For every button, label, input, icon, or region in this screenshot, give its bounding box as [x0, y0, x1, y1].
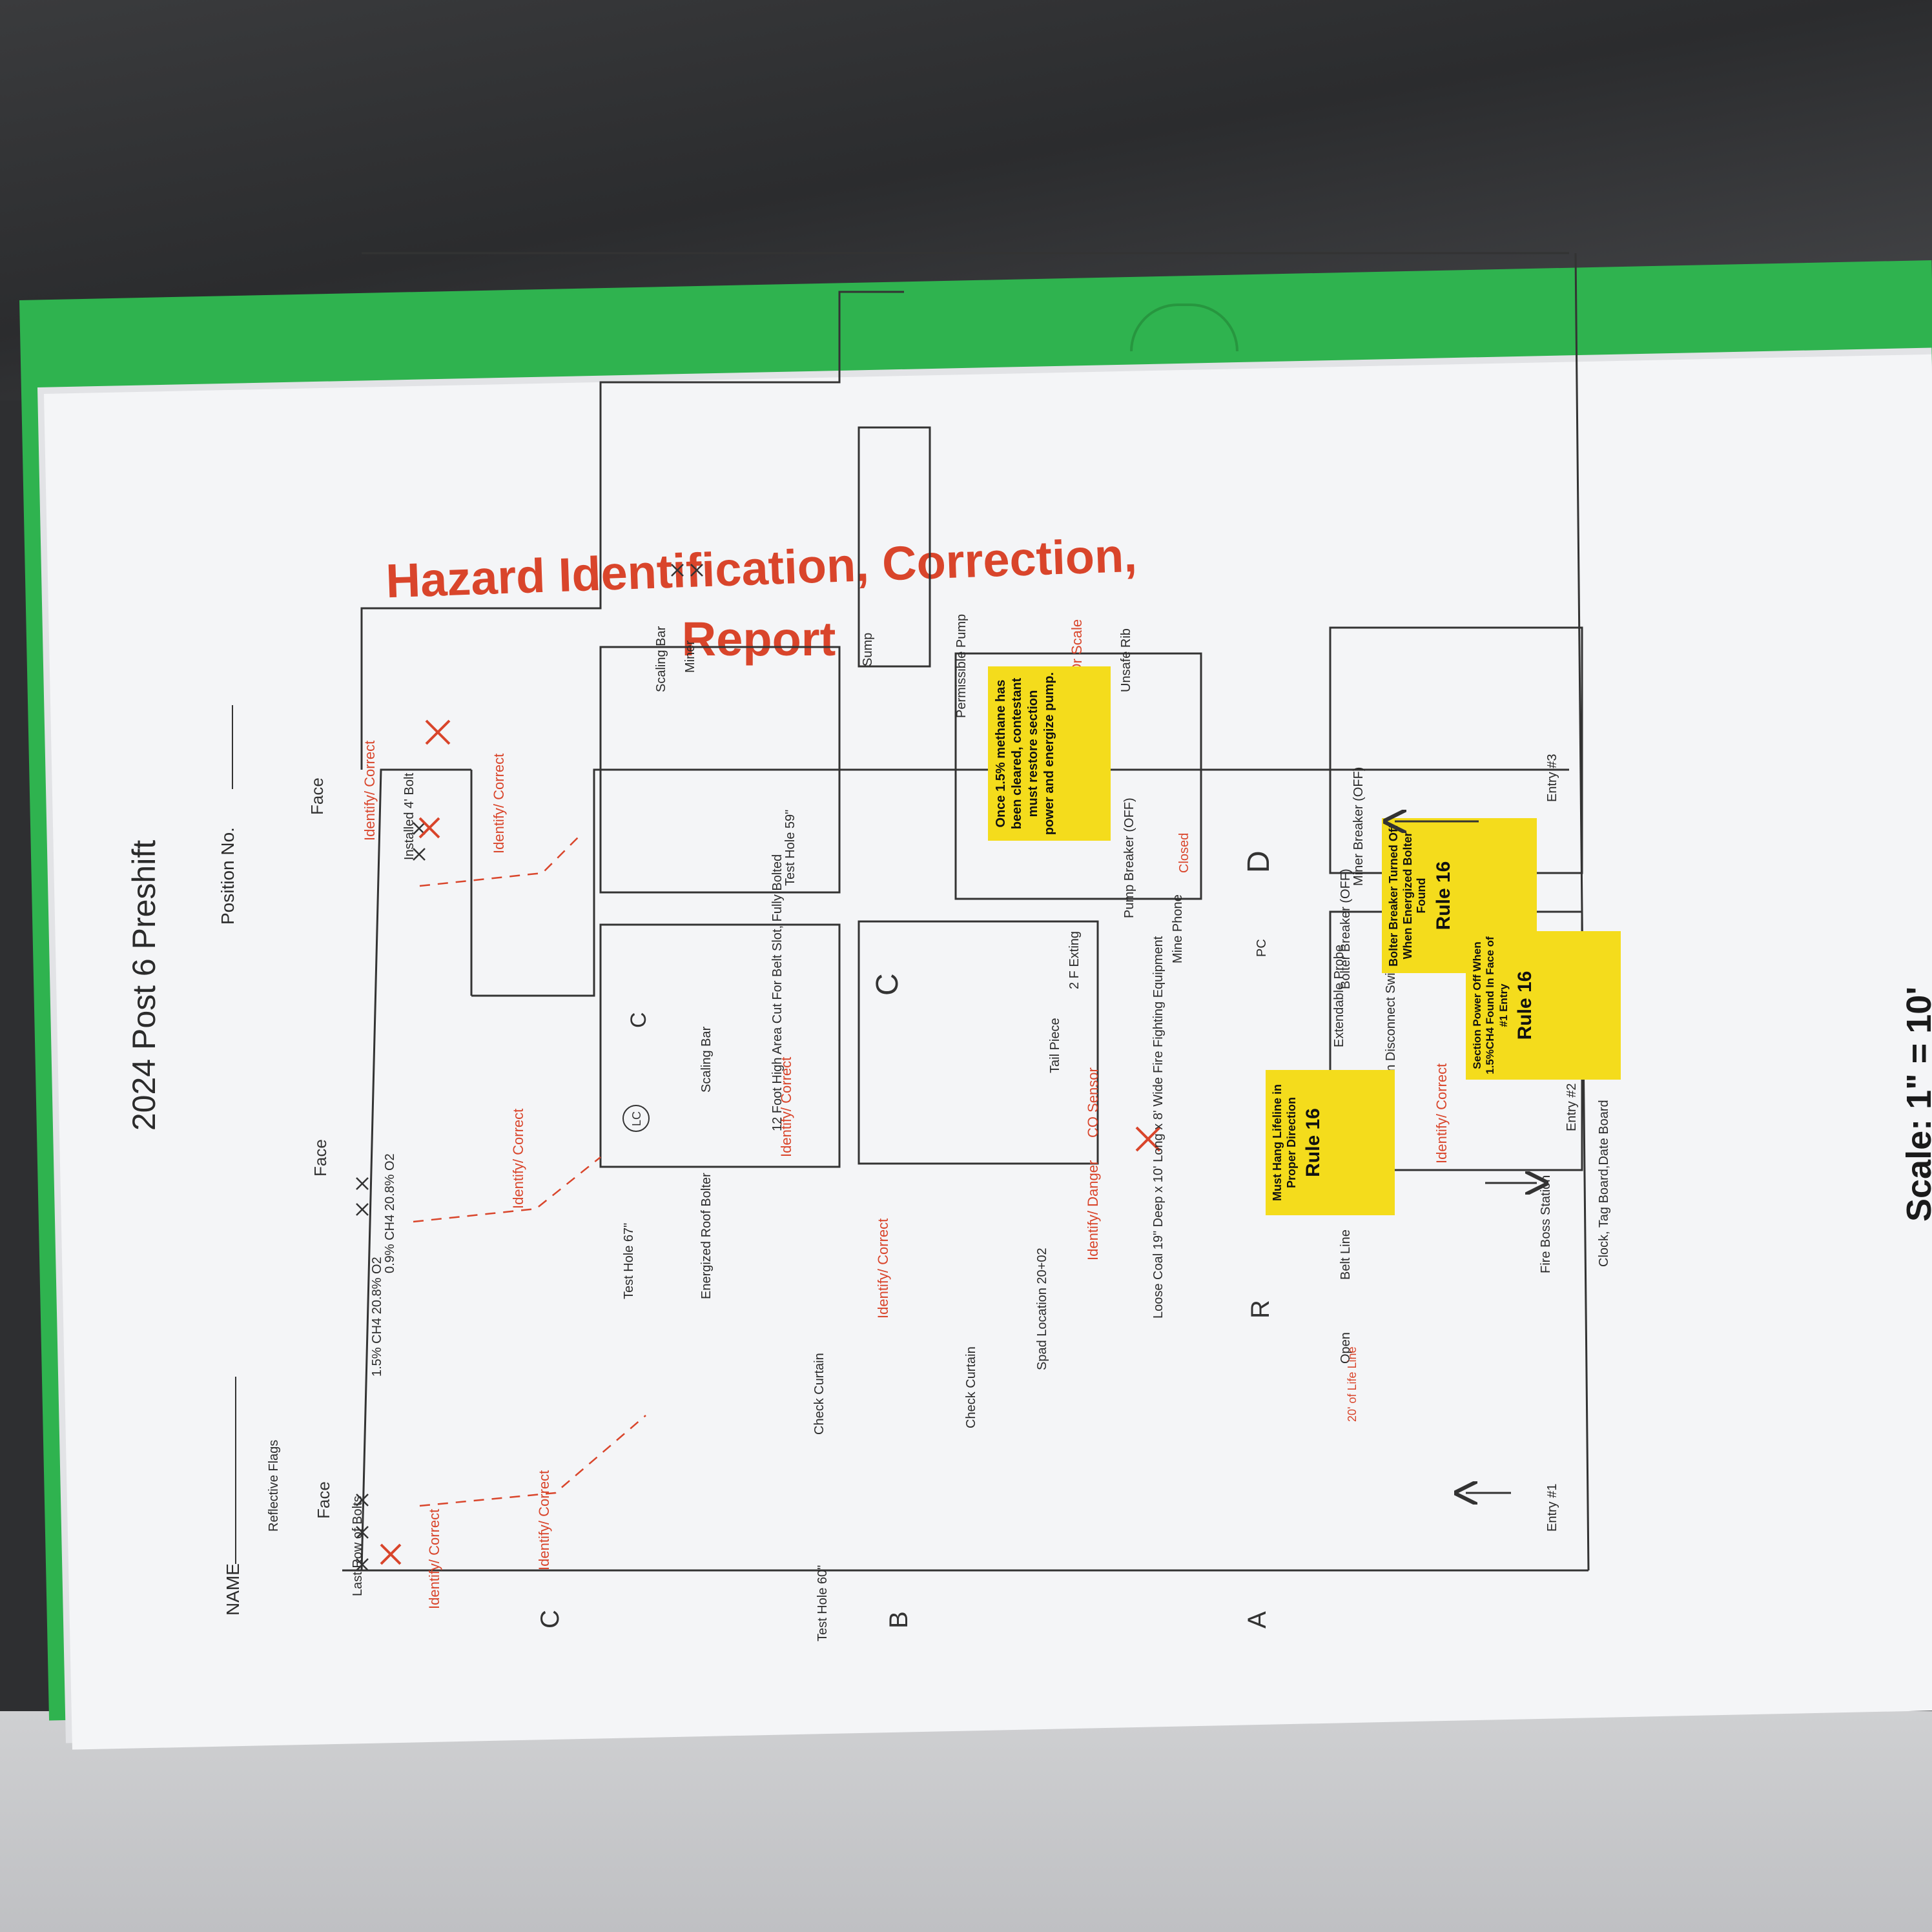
- fire-fighting: Fire Fighting Equipment: [1151, 936, 1166, 1073]
- lifeline-callout-box: [1266, 1070, 1395, 1215]
- scaling-bar-2: Scaling Bar: [654, 626, 668, 692]
- loose-coal: Loose Coal 19" Deep x 10' Long x 8' Wide: [1151, 1077, 1166, 1319]
- lifeline-callout: Must Hang Lifeline in Proper Direction: [1271, 1084, 1298, 1202]
- reflective-flags-1: Reflective Flags: [267, 1440, 281, 1532]
- bolter-callout: Bolter Breaker Turned Off When Energized…: [1387, 825, 1428, 967]
- identify-correct-1: Identify/ Correct: [426, 1509, 442, 1609]
- identify-correct-2: Identify/ Correct: [536, 1470, 552, 1570]
- crosscut-d: D: [1242, 850, 1276, 873]
- lc-circle: [622, 1105, 650, 1132]
- check-curtain-2: Check Curtain: [964, 1346, 978, 1428]
- test-hole-67: Test Hole 67": [622, 1223, 636, 1299]
- mine-phone: Mine Phone: [1171, 894, 1185, 963]
- spad-location: Spad Location 20+02: [1035, 1248, 1049, 1370]
- fire-boss-station: Fire Boss Station: [1539, 1175, 1553, 1273]
- section-power-callout-box: [1466, 931, 1621, 1080]
- test-hole-60: Test Hole 60": [816, 1565, 830, 1641]
- rule16-label-3: Rule 16: [1514, 971, 1536, 1040]
- crosscut-c-left: C: [626, 1012, 651, 1028]
- lc-label: LC: [630, 1111, 643, 1126]
- pc-label: PC: [1255, 939, 1269, 957]
- crosscut-c-mid: C: [870, 973, 905, 996]
- doc-name: 2024 Post 6 Preshift: [126, 840, 162, 1131]
- crosscut-r: R: [1246, 1300, 1275, 1319]
- identify-correct-3: Identify/ Correct: [510, 1109, 526, 1209]
- unsafe-rib: Unsafe Rib: [1119, 628, 1133, 692]
- scaling-bar-1: Scaling Bar: [699, 1026, 714, 1093]
- pump-breaker: Pump Breaker (OFF): [1122, 797, 1136, 918]
- extinguisher: 2 F Exting: [1067, 931, 1082, 989]
- rule16-label-1: Rule 16: [1302, 1108, 1324, 1177]
- identify-correct-4: Identify/ Correct: [362, 741, 378, 841]
- methane-callout: Once 1.5% methane has been cleared, cont…: [994, 672, 1056, 836]
- hazard-x-marks: [356, 564, 703, 1571]
- tail-piece: Tail Piece: [1048, 1018, 1062, 1073]
- entry-2-label: Entry #2: [1565, 1084, 1579, 1131]
- entry-3-label: Entry #3: [1545, 754, 1559, 802]
- open-label: Open: [1339, 1332, 1353, 1364]
- belt-line: Belt Line: [1339, 1229, 1353, 1280]
- identify-correct-8: Identify/ Correct: [1434, 1064, 1450, 1164]
- extendable-probe: Extendable Probe: [1332, 945, 1346, 1047]
- paper-stack-bottom: [0, 1711, 1932, 1932]
- ventilation-dashes: [413, 834, 646, 1507]
- last-row-bolts-1: Last Row of Bolts: [351, 1495, 365, 1596]
- permissible-pump: Permissible Pump: [954, 614, 969, 718]
- identify-correct-5: Identify/ Correct: [491, 754, 507, 854]
- entry-a: A: [1243, 1611, 1271, 1629]
- clock-tag-board: Clock, Tag Board,Date Board: [1597, 1100, 1611, 1267]
- entry-b: B: [885, 1611, 913, 1629]
- identify-correct-7: Identify/ Correct: [875, 1218, 891, 1319]
- sump-label: Sump: [861, 633, 875, 666]
- bolter-breaker: Bolter Breaker (OFF): [1339, 868, 1353, 989]
- airflow-arrows: [1395, 821, 1537, 1493]
- doc-title-line2: Report: [682, 612, 836, 666]
- identify-correct-6: Identify/ Correct: [778, 1057, 794, 1157]
- section-power-callout: Section Power Off When 1.5%CH4 Found In …: [1471, 936, 1510, 1074]
- identify-danger-1: Identify/ Danger: [1085, 1160, 1101, 1260]
- co-sensor: CO Sensor: [1085, 1067, 1101, 1138]
- life-line-length: 20' of Life Line: [1346, 1346, 1359, 1422]
- check-curtain-1: Check Curtain: [812, 1353, 827, 1435]
- position-label: Position No.: [218, 827, 238, 925]
- rule16-label-2: Rule 16: [1432, 861, 1454, 930]
- entry-c: C: [536, 1610, 564, 1629]
- face-label-1: Face: [314, 1481, 333, 1519]
- face-label-3: Face: [307, 777, 327, 815]
- closed-label: Closed: [1177, 833, 1191, 873]
- doc-title-line1: Hazard Identification, Correction,: [385, 528, 1138, 608]
- gas-reading-2: 0.9% CH4 20.8% O2: [383, 1153, 397, 1273]
- face-label-2: Face: [311, 1139, 330, 1177]
- methane-callout-box: [988, 666, 1111, 841]
- miner-breaker: Miner Breaker (OFF): [1351, 767, 1366, 886]
- miner-label: Miner: [683, 641, 697, 673]
- area-cut: 12 Foot High Area Cut For Belt Slot, Ful…: [770, 854, 785, 1131]
- gas-reading-1: 1.5% CH4 20.8% O2: [370, 1257, 384, 1377]
- entry-1-label: Entry #1: [1545, 1484, 1559, 1532]
- installed-bolt: Installed 4' Bolt: [402, 773, 416, 860]
- scale-label: Scale: 1" = 10': [1900, 987, 1932, 1222]
- red-hazard-x-marks: [380, 719, 1161, 1565]
- test-hole-59: Test Hole 59": [783, 810, 797, 886]
- energized-roof-bolter: Energized Roof Bolter: [699, 1173, 714, 1299]
- name-label: NAME: [223, 1563, 243, 1616]
